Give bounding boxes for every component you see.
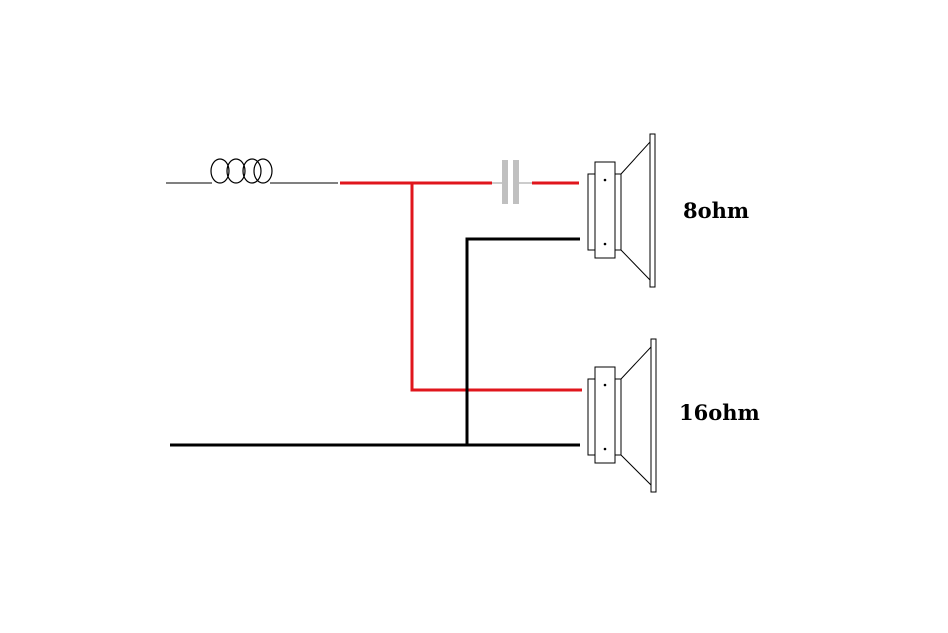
inductor-coil (210, 158, 273, 184)
speaker-bottom-label: 16ohm (679, 400, 760, 425)
speaker-top-label: 8ohm (683, 198, 749, 223)
capacitor (502, 160, 519, 204)
positive-wire (340, 181, 582, 392)
speaker-bottom (587, 338, 657, 493)
speaker-top (587, 133, 656, 288)
negative-wire (170, 237, 580, 447)
